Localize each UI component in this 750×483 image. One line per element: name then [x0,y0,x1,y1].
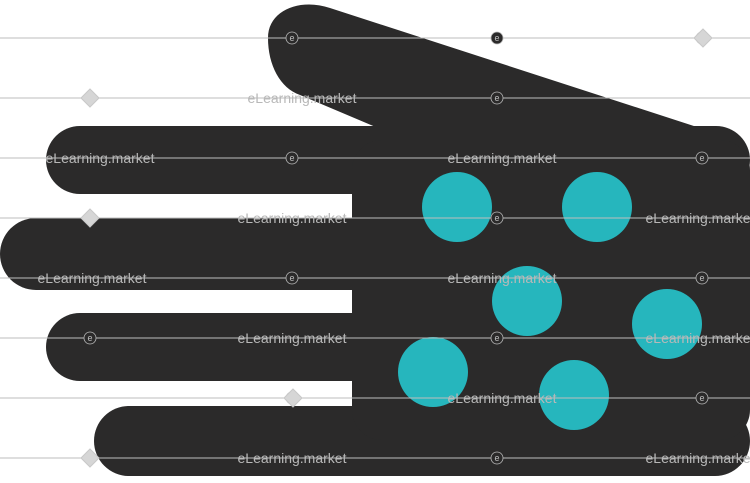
watermark-mark: e [494,213,499,223]
spot-1 [422,172,492,242]
watermark-text: eLearning.market [646,450,750,466]
watermark-mark: e [494,333,499,343]
spots-group [398,172,702,430]
watermark-mark: e [289,33,294,43]
watermark-mark-icon [490,31,504,45]
spot-3 [492,266,562,336]
watermark-mark-icon [695,151,709,165]
hand-thumb [268,4,700,150]
watermark-mark: e [289,153,294,163]
watermark-mark: e [699,393,704,403]
watermark-text: eLearning.market [238,330,347,346]
watermark-mark-icon [285,31,299,45]
watermark-text: eLearning.market [238,210,347,226]
watermark-mark: e [699,153,704,163]
watermark-mark-icon [695,391,709,405]
watermark-text: eLearning.market [646,210,750,226]
watermark-mark-icon [285,151,299,165]
diamond-icon [80,88,100,108]
spot-4 [632,289,702,359]
watermark-mark: e [494,453,499,463]
watermark-text: eLearning.market [646,330,750,346]
watermark-text: eLearning.market [238,450,347,466]
watermark-text: eLearning.market [248,90,357,106]
watermark-mark-icon [490,331,504,345]
watermark-text: eLearning.market [448,390,557,406]
watermark-text: eLearning.market [448,270,557,286]
watermark-overlay: e e e eLearning.market e eLearning.market eLea… [0,28,750,468]
watermark-mark: e [494,93,499,103]
watermark-mark: e [289,273,294,283]
watermark-mark-icon [490,451,504,465]
watermark-mark: e [87,333,92,343]
spot-5 [398,337,468,407]
watermark-mark-icon [695,271,709,285]
spot-6 [539,360,609,430]
watermark-text: eLearning.market [38,270,147,286]
spot-2 [562,172,632,242]
diamond-icon [80,448,100,468]
watermark-mark-icon [285,271,299,285]
watermark-mark-icon [490,211,504,225]
hand-silhouette [0,4,750,476]
watermark-mark: e [494,33,499,43]
watermark-text: eLearning.market [46,150,155,166]
watermark-mark-icon [83,331,97,345]
diamond-icon [693,28,713,48]
watermark-mark: e [699,273,704,283]
watermark-text: eLearning.market [448,150,557,166]
diamond-icon [80,208,100,228]
watermark-mark-icon [490,91,504,105]
diamond-icon [283,388,303,408]
